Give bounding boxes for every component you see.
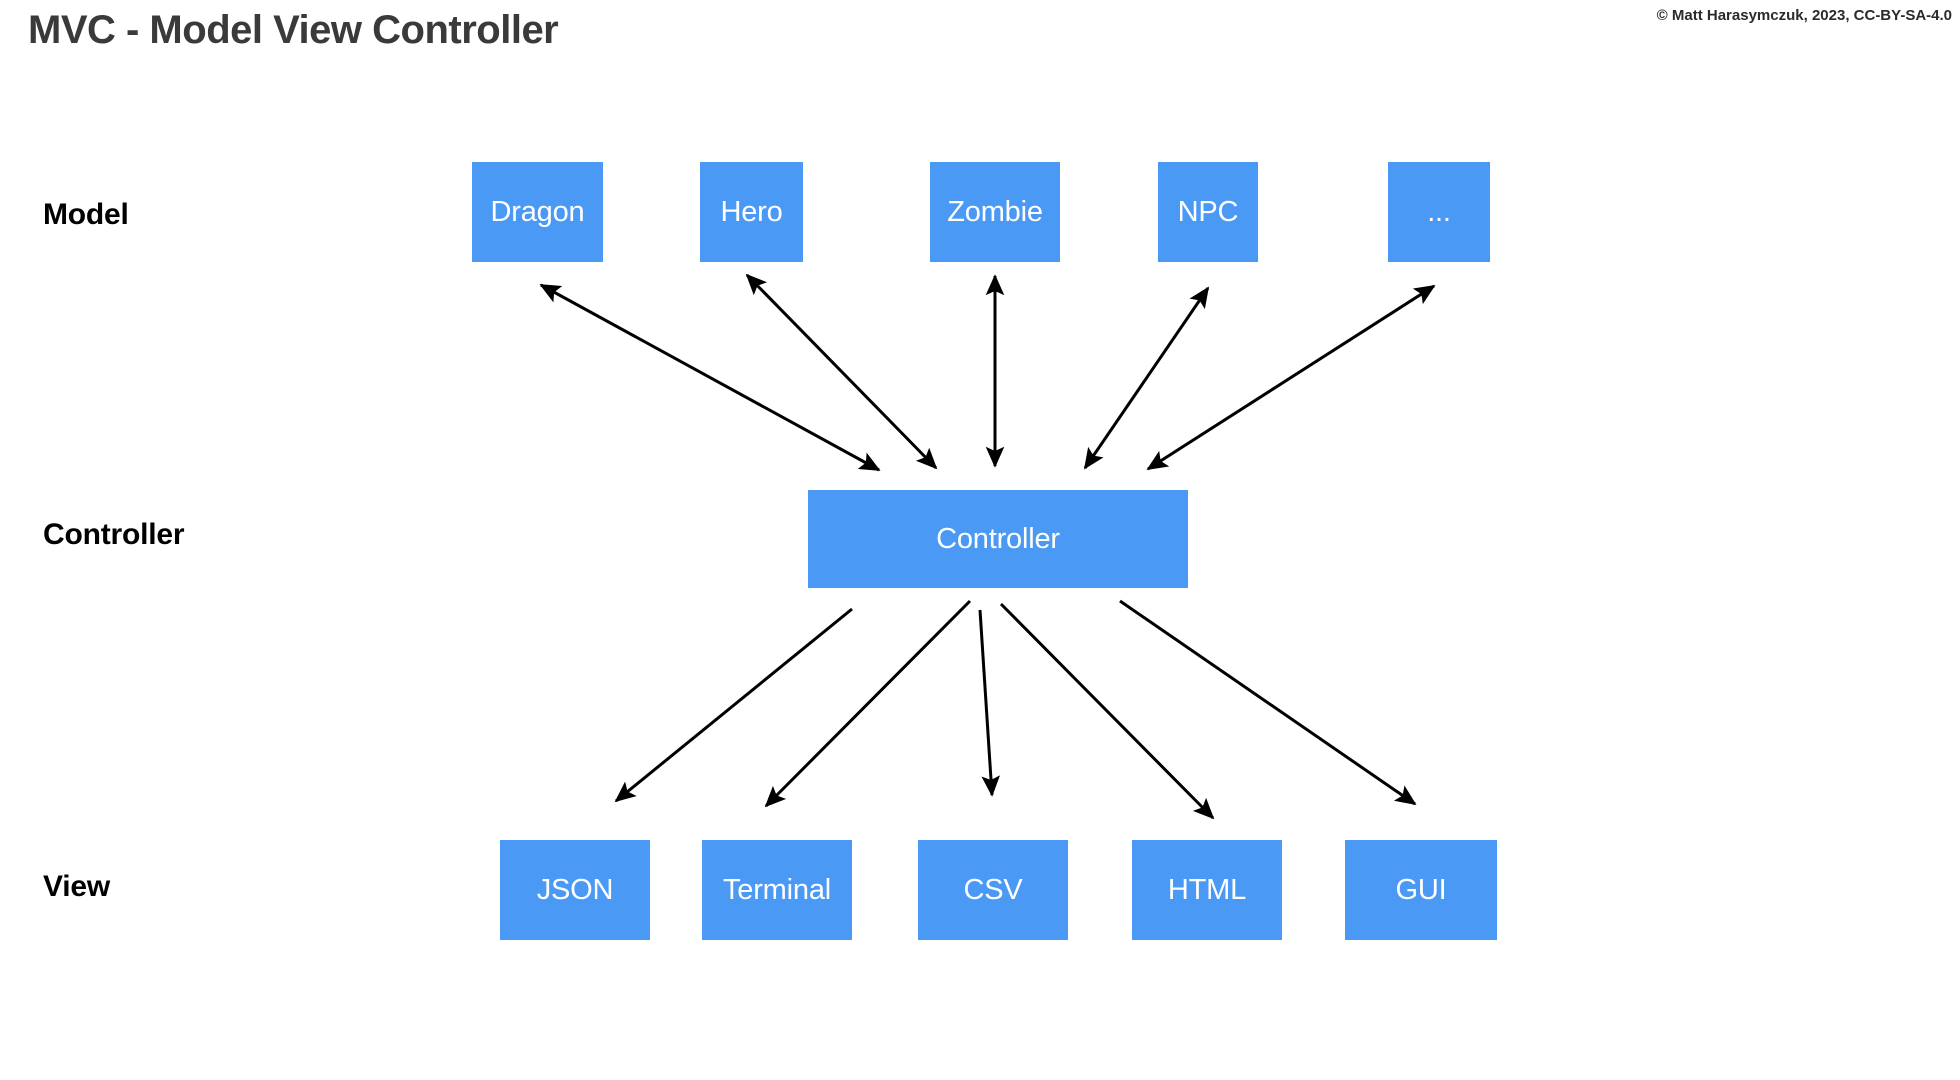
model-node-zombie[interactable]: Zombie (930, 162, 1060, 262)
model-node-hero[interactable]: Hero (700, 162, 803, 262)
model-node-dragon[interactable]: Dragon (472, 162, 603, 262)
node-label: ... (1427, 195, 1451, 228)
node-label: JSON (536, 873, 614, 906)
node-label: HTML (1167, 873, 1247, 906)
arrow-controller-csv (978, 609, 1001, 797)
node-label: Zombie (947, 195, 1043, 228)
view-node-html[interactable]: HTML (1132, 840, 1282, 940)
controller-node-controller[interactable]: Controller (808, 490, 1188, 588)
node-label: Terminal (723, 873, 831, 906)
row-label-model: Model (43, 198, 129, 231)
node-label: GUI (1395, 873, 1447, 906)
view-node-gui[interactable]: GUI (1345, 840, 1497, 940)
arrow-controller-html (999, 602, 1215, 820)
arrow-hero-controller (745, 273, 938, 470)
edges-model-controller (539, 273, 1436, 472)
node-label: NPC (1177, 195, 1239, 228)
view-node-terminal[interactable]: Terminal (702, 840, 852, 940)
row-label-controller: Controller (43, 518, 185, 551)
node-label: Dragon (490, 195, 585, 228)
node-label: Hero (720, 195, 783, 228)
view-node-json[interactable]: JSON (500, 840, 650, 940)
node-label: CSV (963, 873, 1023, 906)
model-node-npc[interactable]: NPC (1158, 162, 1258, 262)
arrow-controller-terminal (764, 599, 972, 808)
page-title: MVC - Model View Controller (28, 8, 559, 52)
node-label: Controller (936, 522, 1060, 555)
arrow-other-controller (1146, 284, 1436, 471)
row-label-view: View (43, 870, 111, 903)
arrow-dragon-controller (539, 283, 881, 472)
model-node-ellipsis[interactable]: ... (1388, 162, 1490, 262)
arrow-controller-gui (1119, 599, 1417, 806)
edges-controller-view (614, 599, 1417, 820)
arrow-controller-json (614, 607, 853, 803)
view-node-csv[interactable]: CSV (918, 840, 1068, 940)
copyright-notice: © Matt Harasymczuk, 2023, CC-BY-SA-4.0 (1656, 7, 1952, 24)
